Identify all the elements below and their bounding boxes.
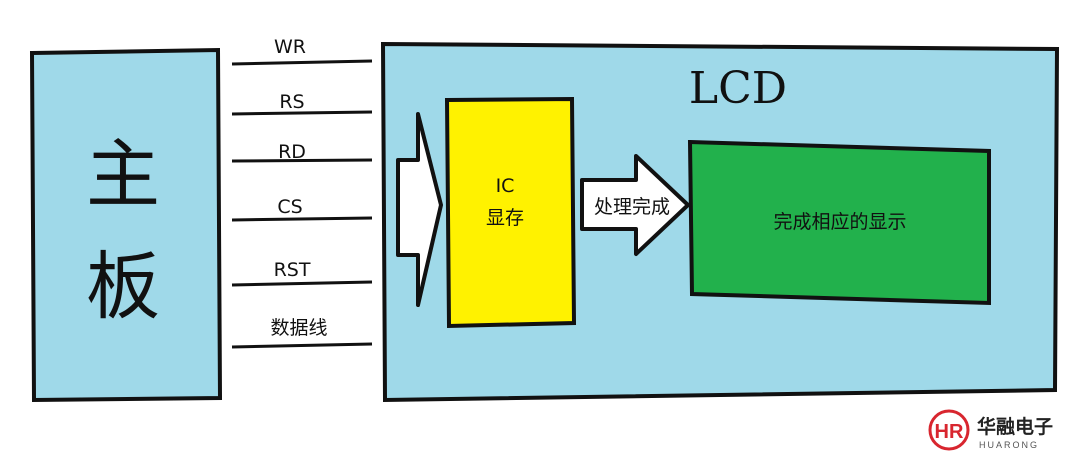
display-block <box>687 139 991 306</box>
mainboard-box <box>29 47 223 403</box>
signal-label-rs: RS <box>279 91 304 113</box>
signal-label-cs: CS <box>277 196 302 218</box>
signal-label-rst: RST <box>274 259 311 281</box>
ic-memory-box <box>444 96 577 329</box>
lcd-module: LCD IC 显存 处理完成 完成相应的显示 <box>380 41 1060 403</box>
signal-lines: WR RS RD CS RST 数据线 <box>231 36 373 349</box>
signal-label-wr: WR <box>274 36 306 58</box>
signal-label-data: 数据线 <box>270 317 327 339</box>
logo-mark: HR <box>935 421 964 443</box>
signal-line-rd <box>231 158 373 163</box>
mainboard: 主 板 <box>29 47 223 403</box>
huarong-logo: HR 华融电子 HUARONG <box>928 409 1053 451</box>
mainboard-label-bottom: 板 <box>86 244 160 330</box>
signal-label-rd: RD <box>278 141 306 163</box>
display-block-label: 完成相应的显示 <box>773 211 906 233</box>
process-arrow-icon <box>580 154 690 256</box>
signal-line-wr <box>231 59 373 66</box>
input-arrow-icon <box>396 112 443 307</box>
lcd-title: LCD <box>689 63 787 114</box>
signal-line-rst <box>231 280 373 287</box>
logo-text-en: HUARONG <box>979 440 1039 450</box>
process-arrow-label: 处理完成 <box>594 196 670 218</box>
signal-line-data <box>231 342 373 349</box>
ic-label-line2: 显存 <box>486 207 524 229</box>
signal-line-rs <box>231 110 373 116</box>
mainboard-label-top: 主 <box>86 132 160 218</box>
logo-ring <box>928 409 970 451</box>
signal-line-cs <box>231 216 373 222</box>
ic-label-line1: IC <box>496 175 515 197</box>
logo-text-cn: 华融电子 <box>977 415 1053 438</box>
